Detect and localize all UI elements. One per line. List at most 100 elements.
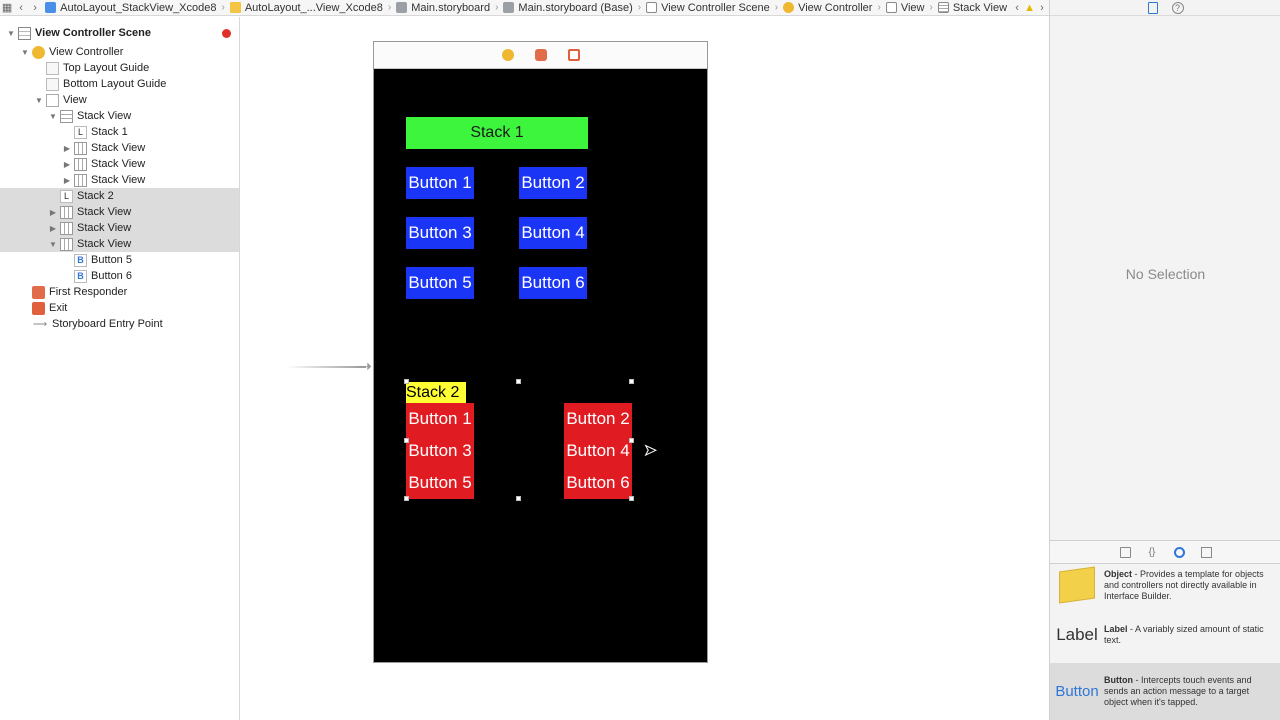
button-icon: B bbox=[74, 269, 87, 283]
disclosure-open-icon[interactable]: ▼ bbox=[35, 95, 43, 105]
resize-handle[interactable] bbox=[404, 496, 409, 501]
stack-view-icon bbox=[74, 157, 87, 171]
outline-row-stack1-label[interactable]: L Stack 1 bbox=[0, 124, 239, 140]
issue-back-chevron-icon[interactable]: ‹ bbox=[1015, 1, 1019, 14]
disclosure-open-icon[interactable]: ▼ bbox=[49, 239, 57, 249]
resize-handle[interactable] bbox=[404, 379, 409, 384]
help-icon[interactable]: ? bbox=[1171, 1, 1184, 14]
entry-point-arrow[interactable] bbox=[286, 366, 366, 368]
outline-row-top-layout-guide[interactable]: Top Layout Guide bbox=[0, 60, 239, 76]
stack-view-icon bbox=[74, 141, 87, 155]
resize-handle[interactable] bbox=[516, 379, 521, 384]
breadcrumb-stack-view[interactable]: Stack View bbox=[935, 2, 1010, 14]
inspector-tabs: ? bbox=[1050, 0, 1280, 16]
disclosure-open-icon[interactable]: ▼ bbox=[49, 111, 57, 121]
stack2-label[interactable]: Stack 2 bbox=[406, 382, 466, 403]
disclosure-closed-icon[interactable]: ▶ bbox=[49, 207, 57, 217]
cube-icon bbox=[1050, 566, 1104, 604]
stack1-button-5[interactable]: Button 5 bbox=[406, 267, 474, 299]
disclosure-closed-icon[interactable]: ▶ bbox=[63, 159, 71, 169]
outline-row-exit[interactable]: Exit bbox=[0, 300, 239, 316]
scene-dock bbox=[374, 42, 707, 69]
stack2-button-1[interactable]: Button 1 bbox=[408, 409, 472, 428]
chevron-right-icon: › bbox=[929, 2, 933, 13]
stack-view-icon bbox=[74, 173, 87, 187]
breadcrumb-view[interactable]: View bbox=[883, 2, 928, 14]
disclosure-open-icon[interactable]: ▼ bbox=[21, 47, 29, 57]
storyboard-icon bbox=[503, 2, 515, 13]
back-chevron-icon[interactable]: ‹ bbox=[19, 1, 23, 14]
first-responder-icon[interactable] bbox=[534, 49, 547, 61]
mouse-pointer-icon: ➤ bbox=[644, 442, 658, 460]
resize-handle[interactable] bbox=[629, 496, 634, 501]
outline-row-stack-view[interactable]: ▶ Stack View bbox=[63, 141, 146, 155]
breadcrumb-storyboard[interactable]: Main.storyboard bbox=[393, 2, 493, 14]
disclosure-closed-icon[interactable]: ▶ bbox=[49, 223, 57, 233]
stack1-button-1[interactable]: Button 1 bbox=[406, 167, 474, 199]
stack2-button-6[interactable]: Button 6 bbox=[566, 473, 630, 492]
disclosure-closed-icon[interactable]: ▶ bbox=[63, 175, 71, 185]
resize-handle[interactable] bbox=[404, 438, 409, 443]
breadcrumb-folder[interactable]: AutoLayout_...View_Xcode8 bbox=[227, 2, 386, 14]
stack2-right-column[interactable]: Button 2 Button 4 Button 6 bbox=[564, 403, 632, 499]
library-item-button[interactable] bbox=[1050, 663, 1280, 720]
warning-icon[interactable]: ▲ bbox=[1024, 1, 1035, 14]
breadcrumb-scene[interactable]: View Controller Scene bbox=[643, 2, 773, 14]
outline-row-stack-view[interactable]: ▶ Stack View bbox=[0, 220, 239, 236]
outline-row-first-responder[interactable]: First Responder bbox=[0, 284, 239, 300]
outline-row-scene[interactable]: ▼ View Controller Scene bbox=[0, 25, 239, 41]
outline-row-button-6[interactable]: B Button 6 bbox=[0, 268, 239, 284]
outline-row-stack2-label[interactable]: L Stack 2 bbox=[0, 188, 239, 204]
library-item-label[interactable]: Label Label - A variably sized amount of… bbox=[1050, 617, 1280, 653]
stack2-button-3[interactable]: Button 3 bbox=[408, 441, 472, 460]
outline-row-entry-point[interactable]: ⟶ Storyboard Entry Point bbox=[32, 318, 163, 330]
outline-row-stack-view[interactable]: ▶ Stack View bbox=[63, 173, 146, 187]
breadcrumb-view-controller[interactable]: View Controller bbox=[780, 2, 875, 14]
disclosure-closed-icon[interactable]: ▶ bbox=[63, 143, 71, 153]
stack2-button-2[interactable]: Button 2 bbox=[566, 409, 630, 428]
file-template-icon[interactable] bbox=[1119, 546, 1131, 558]
no-selection-text: No Selection bbox=[1125, 266, 1206, 282]
outline-row-stack-view[interactable]: ▶ Stack View bbox=[63, 157, 146, 171]
outline-row-stack-view[interactable]: ▼ Stack View bbox=[0, 236, 239, 252]
code-snippet-icon[interactable]: {} bbox=[1148, 546, 1156, 558]
utilities-pane: ? No Selection {} Object - Provides a te… bbox=[1049, 0, 1280, 720]
outline-row-bottom-layout-guide[interactable]: Bottom Layout Guide bbox=[0, 76, 239, 92]
breadcrumb-project[interactable]: AutoLayout_StackView_Xcode8 bbox=[42, 2, 219, 14]
entry-arrow-icon: ⟶ bbox=[32, 318, 48, 330]
exit-icon[interactable] bbox=[567, 49, 580, 61]
view-controller-icon bbox=[783, 2, 795, 13]
disclosure-open-icon[interactable]: ▼ bbox=[7, 28, 15, 38]
outline-row-stack-view[interactable]: ▼ Stack View bbox=[49, 109, 132, 123]
stack1-button-6[interactable]: Button 6 bbox=[519, 267, 587, 299]
stack1-label[interactable]: Stack 1 bbox=[406, 117, 588, 149]
stack1-button-2[interactable]: Button 2 bbox=[519, 167, 587, 199]
outline-row-view[interactable]: ▼ View bbox=[35, 93, 87, 107]
stack2-left-column[interactable]: Button 1 Button 3 Button 5 bbox=[406, 403, 474, 499]
chevron-right-icon: › bbox=[637, 2, 642, 13]
resize-handle[interactable] bbox=[516, 496, 521, 501]
library-item-object[interactable]: Object - Provides a template for objects… bbox=[1050, 564, 1280, 606]
view-icon bbox=[885, 2, 897, 13]
outline-row-stack-view[interactable]: ▶ Stack View bbox=[0, 204, 239, 220]
outline-row-button-5[interactable]: B Button 5 bbox=[0, 252, 239, 268]
stack1-button-4[interactable]: Button 4 bbox=[519, 217, 587, 249]
stack2-button-4[interactable]: Button 4 bbox=[566, 441, 630, 460]
breadcrumb-storyboard-base[interactable]: Main.storyboard (Base) bbox=[500, 2, 635, 14]
issue-forward-chevron-icon[interactable]: › bbox=[1040, 1, 1044, 14]
layout-guide-icon bbox=[46, 61, 59, 75]
stack1-button-3[interactable]: Button 3 bbox=[406, 217, 474, 249]
error-icon[interactable] bbox=[222, 29, 231, 38]
outline-row-view-controller[interactable]: ▼ View Controller bbox=[21, 45, 124, 59]
file-inspector-icon[interactable] bbox=[1147, 1, 1158, 14]
resize-handle[interactable] bbox=[629, 438, 634, 443]
media-library-icon[interactable] bbox=[1200, 546, 1212, 558]
view-controller-icon[interactable] bbox=[501, 49, 514, 61]
object-library-icon[interactable] bbox=[1173, 546, 1185, 558]
view-controller-scene[interactable]: Stack 1 Button 1 Button 2 Button 3 Butto… bbox=[373, 41, 708, 663]
forward-chevron-icon[interactable]: › bbox=[33, 1, 37, 14]
resize-handle[interactable] bbox=[629, 379, 634, 384]
storyboard-canvas[interactable]: ➝ Stack 1 Button 1 Button 2 Button 3 But… bbox=[241, 17, 1049, 720]
stack2-button-5[interactable]: Button 5 bbox=[408, 473, 472, 492]
grid-icon[interactable]: ▦ bbox=[1, 2, 13, 14]
